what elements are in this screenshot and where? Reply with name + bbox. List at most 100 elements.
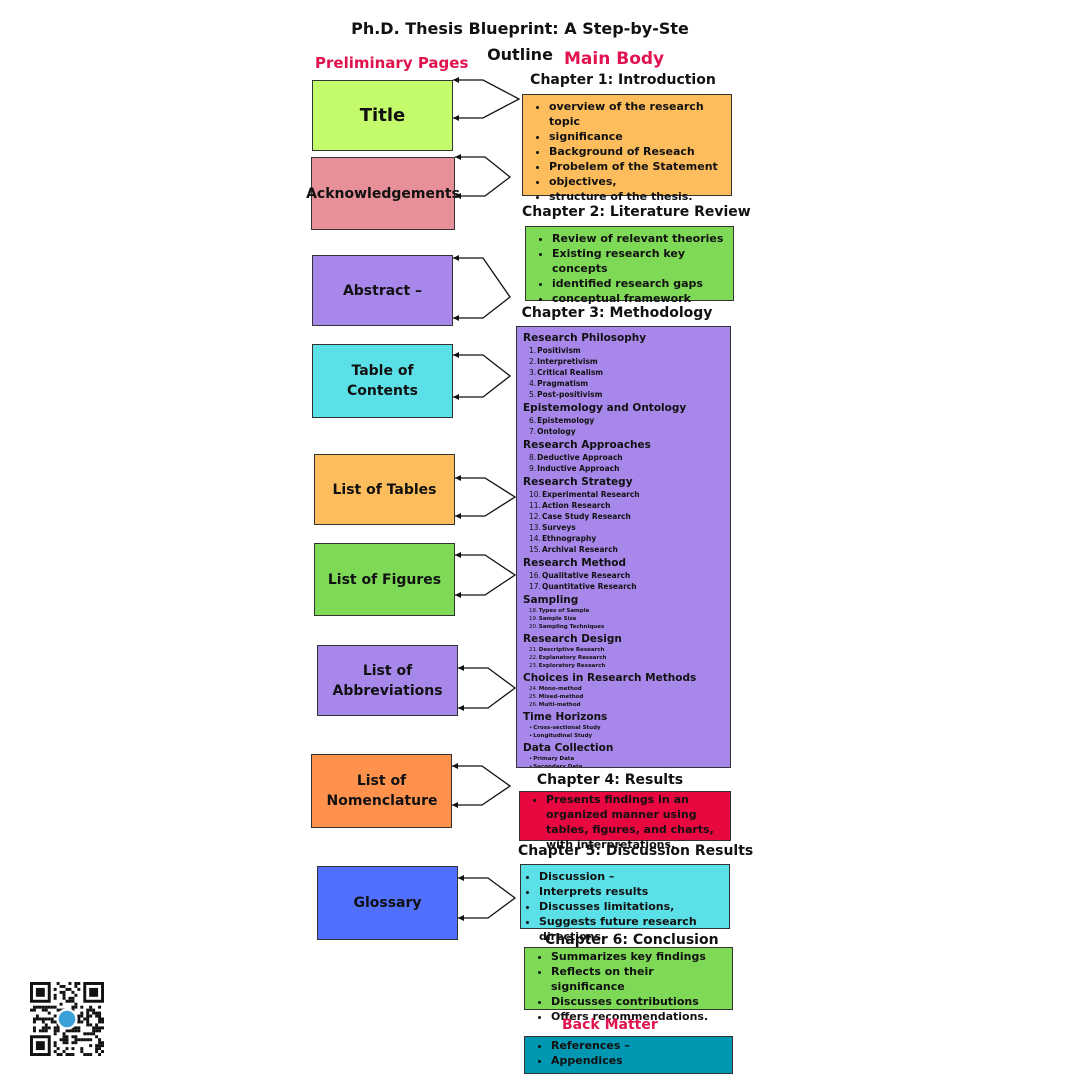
connector-arrow [458,875,517,921]
methodology-item: 10.Experimental Research [523,489,724,500]
methodology-item-label: Positivism [537,346,581,355]
list-item: objectives, [549,174,723,189]
methodology-item-label: Experimental Research [541,490,640,499]
prelim-list-of-tables-label: List of Tables [332,481,437,498]
methodology-item-label: Multi-method [538,702,581,708]
methodology-item-number: 26. [529,702,538,708]
methodology-item-label: Sampling Techniques [538,624,605,630]
methodology-item-label: Qualitative Research [541,571,631,580]
methodology-item-number: 8. [529,453,537,462]
methodology-item-label: Types of Sample [538,608,590,614]
methodology-item-number: 25. [529,694,538,700]
methodology-item-label: Sample Size [538,616,577,622]
list-item: Suggests future research directions. [539,914,727,944]
list-item: Reflects on their significance [551,964,724,994]
chapter-4-title: Chapter 4: Results [536,772,684,788]
methodology-item-label: Cross-sectional Study [533,725,601,731]
methodology-item-number: 4. [529,379,537,388]
methodology-item-number: 2. [529,357,537,366]
methodology-section-heading: Data Collection [523,742,614,754]
prelim-abstract-label: Abstract – [342,282,423,299]
methodology-item-label: Case Study Research [541,512,631,521]
methodology-item: 6.Epistemology [523,415,724,426]
methodology-item: 7.Ontology [523,426,724,437]
chapter-2-box: Review of relevant theoriesExisting rese… [525,226,734,305]
list-item: Existing research key concepts [552,246,725,276]
chapter-4-box: Presents findings in an organized manner… [519,791,731,851]
methodology-section-heading: Choices in Research Methods [523,672,697,684]
methodology-item-number: • [529,733,533,739]
methodology-item: 13.Surveys [523,522,724,533]
methodology-item-number: • [529,764,533,768]
methodology-item: 20.Sampling Techniques [523,623,724,631]
methodology-item-label: Deductive Approach [537,453,623,462]
methodology-item-label: Mono-method [538,686,582,692]
list-item: Discussion – [539,869,727,884]
methodology-item-number: 21. [529,647,538,653]
list-item: Offers recommendations. [551,1009,724,1024]
chapter-6-box: Summarizes key findingsReflects on their… [524,947,733,1023]
methodology-item-number: 1. [529,346,537,355]
methodology-item-number: 9. [529,464,537,473]
methodology-item: 21.Descriptive Research [523,646,724,654]
prelim-abstract-box: Abstract – [312,255,453,326]
methodology-section-heading: Research Philosophy [523,332,647,344]
back-matter-box: References –Appendices [524,1036,733,1074]
methodology-item-label: Interpretivism [537,357,598,366]
methodology-item-number: 13. [529,523,541,532]
methodology-item: 25.Mixed-method [523,693,724,701]
prelim-toc-label: Table of Contents [346,363,419,399]
methodology-item-number: 10. [529,490,541,499]
connector-arrow [455,154,512,199]
methodology-item-number: 15. [529,545,541,554]
methodology-item: 5.Post-positivism [523,389,724,400]
connector-arrow [453,255,511,321]
methodology-section-heading: Research Strategy [523,476,633,488]
prelim-toc-box: Table of Contents [312,344,453,418]
methodology-item-label: Pragmatism [537,379,589,388]
methodology-item: 1.Positivism [523,345,724,356]
methodology-section-heading: Epistemology and Ontology [523,402,687,414]
back-matter-heading: Back Matter [562,1017,658,1033]
methodology-item: •Longitudinal Study [523,732,724,740]
methodology-item: 26.Multi-method [523,701,724,709]
list-item: Appendices [551,1053,724,1068]
methodology-item: 12.Case Study Research [523,511,724,522]
chapter-1-title: Chapter 1: Introduction [530,72,716,88]
chapter-6-title: Chapter 6: Conclusion [545,932,719,948]
methodology-item-number: 22. [529,655,538,661]
prelim-list-of-nomenclature-label: List of Nomenclature [326,773,438,809]
methodology-section-heading: Time Horizons [523,711,608,723]
connector-arrow [452,763,512,808]
chapter-3-title: Chapter 3: Methodology [521,305,713,321]
list-item: Presents findings in an organized manner… [546,792,722,852]
methodology-item: 2.Interpretivism [523,356,724,367]
methodology-item-number: 17. [529,582,541,591]
list-item: Background of Reseach [549,144,723,159]
methodology-item-number: 14. [529,534,541,543]
methodology-item-label: Longitudinal Study [533,733,593,739]
chapter-2-list: Review of relevant theoriesExisting rese… [538,231,725,306]
methodology-item: 15.Archival Research [523,544,724,555]
methodology-item-label: Epistemology [537,416,595,425]
methodology-item-label: Secondary Data [533,764,583,768]
prelim-title-label: Title [359,104,406,126]
page-title: Ph.D. Thesis Blueprint: A Step-by-Ste Ou… [300,16,740,68]
methodology-item-label: Post-positivism [537,390,603,399]
prelim-list-of-figures-label: List of Figures [327,571,442,588]
methodology-item: 14.Ethnography [523,533,724,544]
list-item: References – [551,1038,724,1053]
prelim-acknowledgements-label: Acknowledgements [306,185,460,202]
connector-arrow [455,552,517,598]
chapter-4-list: Presents findings in an organized manner… [532,792,722,852]
main-body-heading: Main Body [564,49,665,69]
methodology-item-number: 5. [529,390,537,399]
methodology-item-label: Primary Data [533,756,575,762]
chapter-5-box: Discussion – Interprets resultsDiscusses… [520,864,730,943]
methodology-item-number: 12. [529,512,541,521]
methodology-item-label: Surveys [541,523,576,532]
methodology-item-label: Mixed-method [538,694,584,700]
methodology-item: •Cross-sectional Study [523,724,724,732]
chapter-1-box: overview of the research topic significa… [522,94,732,203]
